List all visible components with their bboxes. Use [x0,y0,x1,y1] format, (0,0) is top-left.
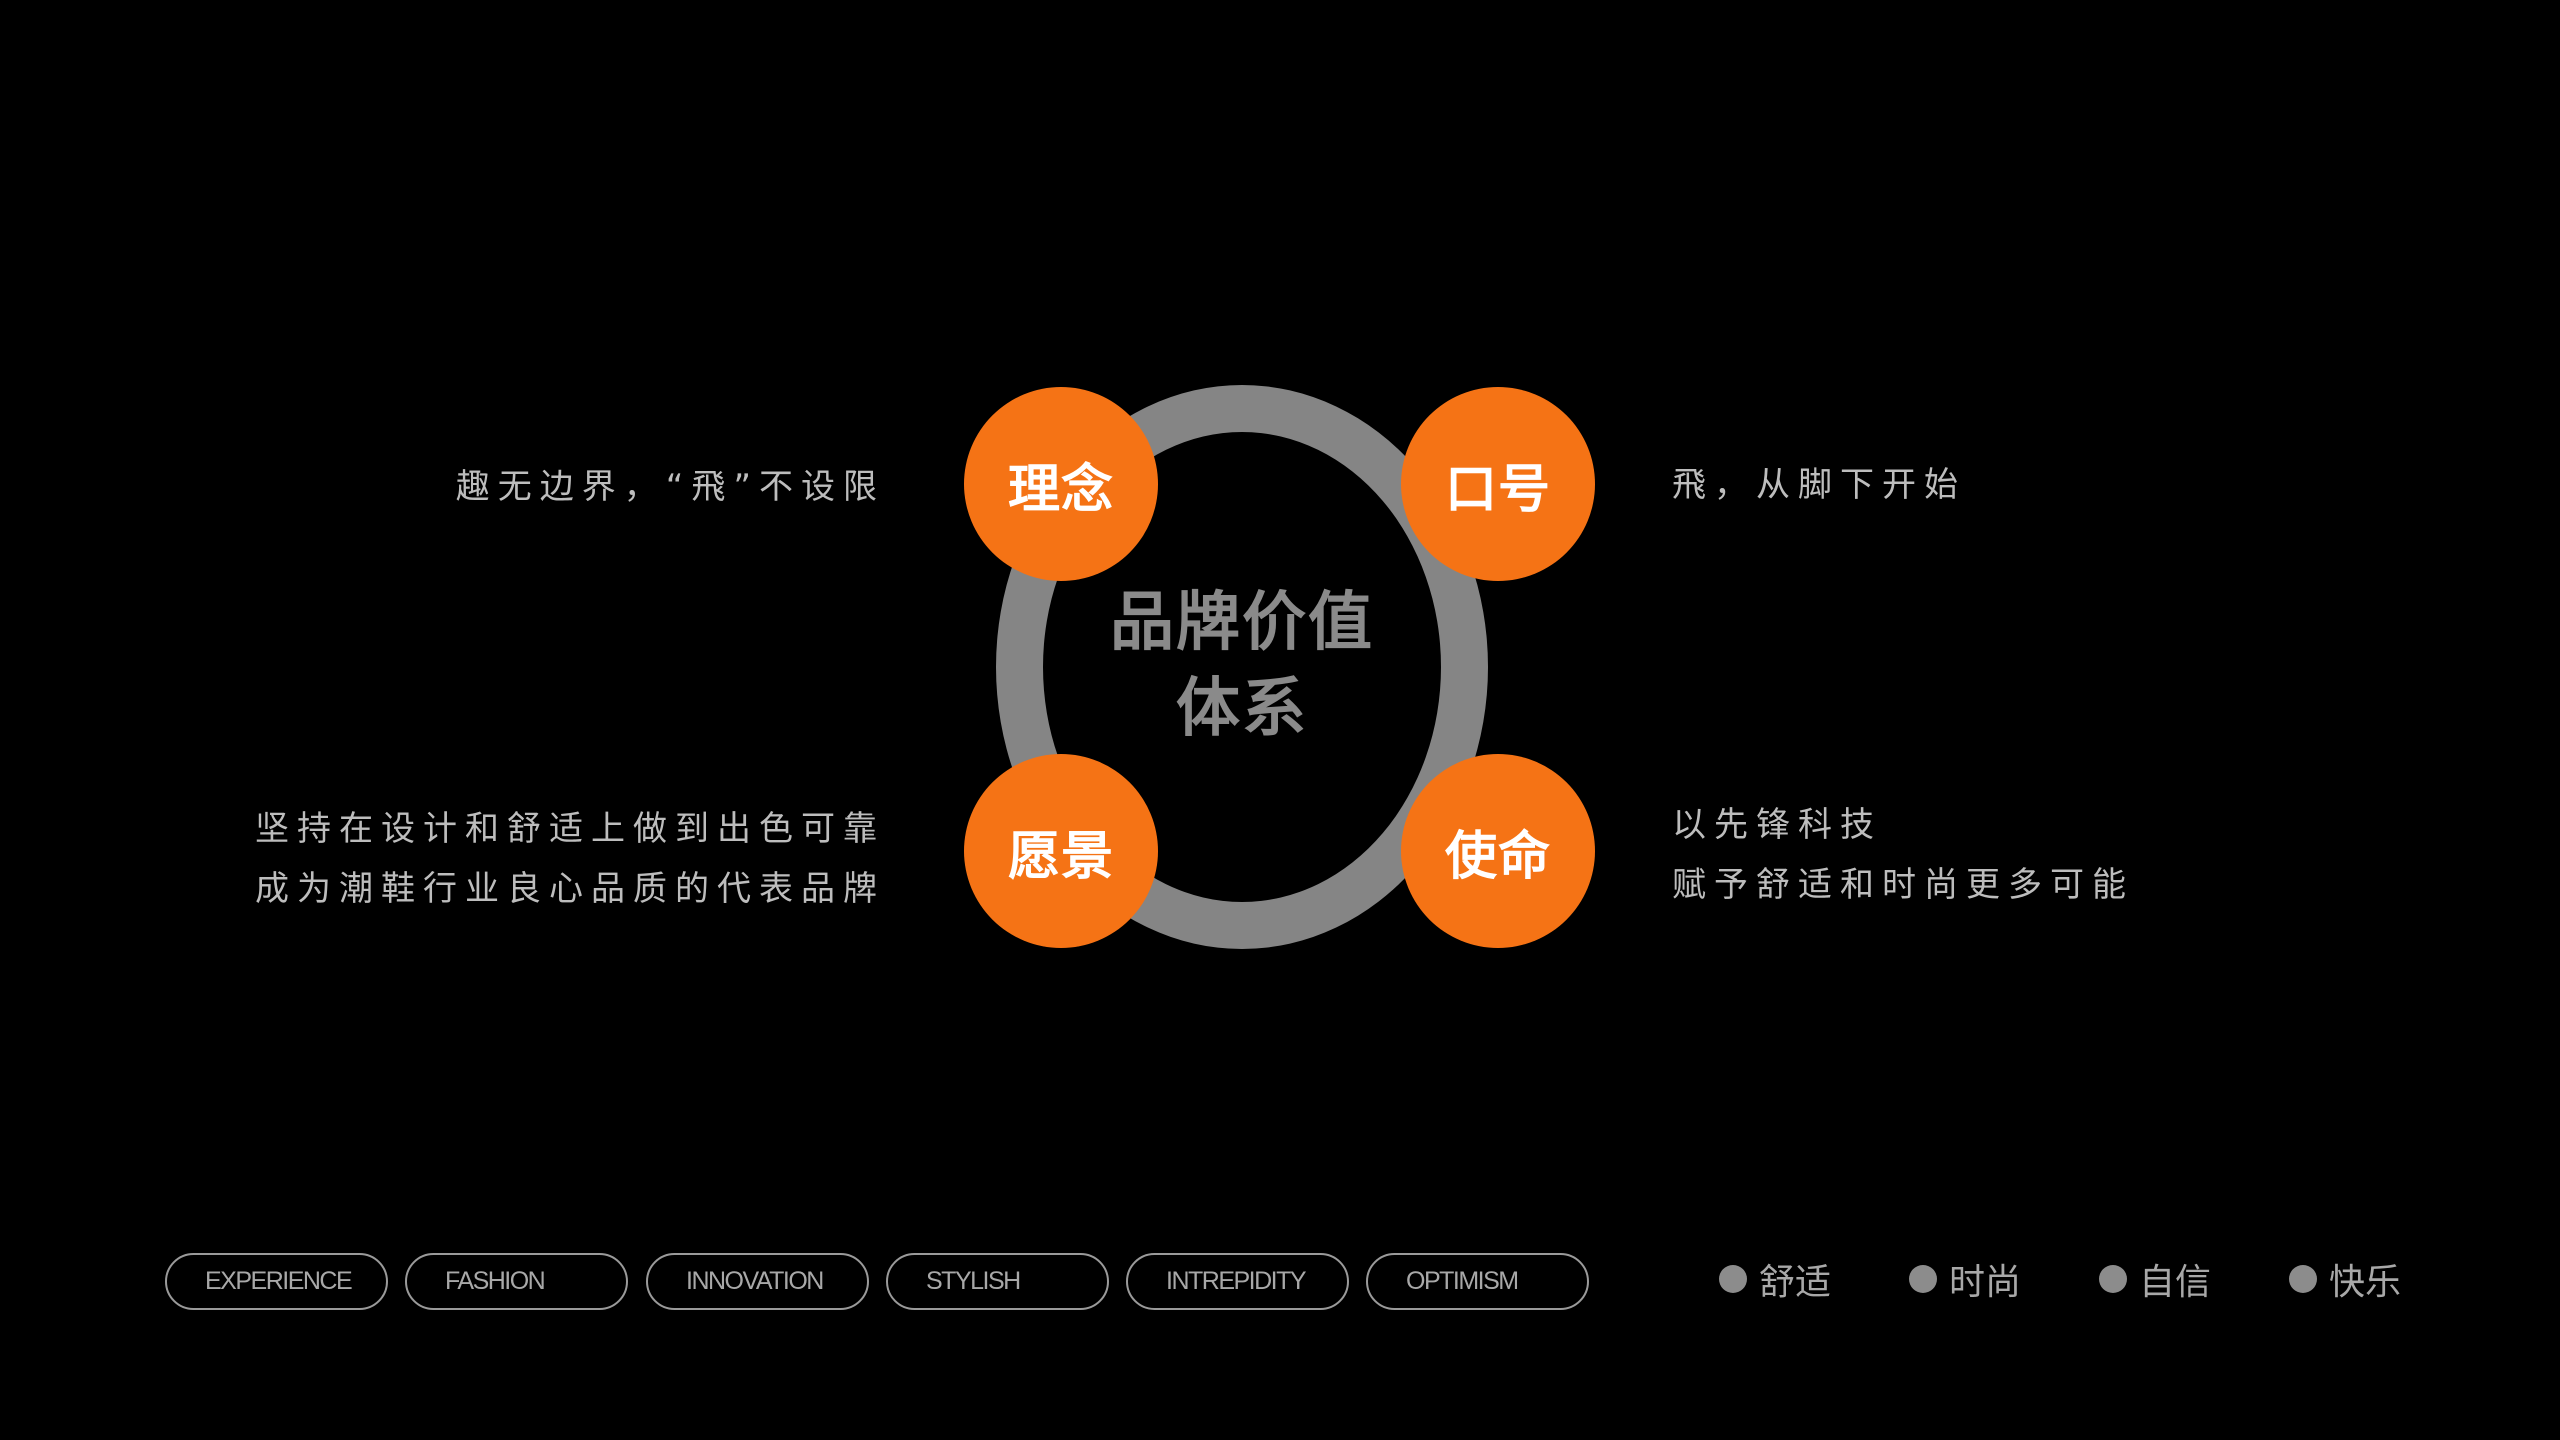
node-mission-label: 使命 [1444,826,1551,887]
keyword-comfort: 舒适 [1719,1255,1831,1303]
slogan-description-line: 飛，从脚下开始 [1672,465,1966,505]
tag-stylish: STYLISH [886,1253,1109,1310]
tag-experience: EXPERIENCE [165,1253,388,1310]
node-vision-label: 愿景 [1007,826,1114,887]
bullet-dot-icon [1909,1265,1937,1293]
center-title-line1: 品牌价值 [1110,586,1374,660]
vision-description: 坚持在设计和舒适上做到出色可靠 成为潮鞋行业良心品质的代表品牌 [255,799,885,919]
center-title-line2: 体系 [1176,672,1308,746]
node-slogan: 口号 [1401,387,1595,581]
node-vision: 愿景 [964,754,1158,948]
tag-label: INNOVATION [686,1267,824,1295]
mission-description-line-1: 以先锋科技 [1672,805,1882,845]
node-mission: 使命 [1401,754,1595,948]
keyword-confidence: 自信 [2099,1255,2211,1303]
tag-optimism: OPTIMISM [1366,1253,1589,1310]
vision-description-line-2: 成为潮鞋行业良心品质的代表品牌 [255,869,885,909]
mission-description: 以先锋科技 赋予舒适和时尚更多可能 [1672,795,2134,915]
philosophy-description: 趣无边界，“飛”不设限 [456,457,885,517]
tag-innovation: INNOVATION [646,1253,869,1310]
tag-label: EXPERIENCE [205,1267,353,1295]
keyword-label: 时尚 [1949,1262,2022,1303]
keyword-happiness: 快乐 [2289,1255,2401,1303]
tag-fashion: FASHION [405,1253,628,1310]
keyword-label: 舒适 [1759,1262,1832,1303]
node-slogan-label: 口号 [1444,459,1551,520]
philosophy-description-line: 趣无边界，“飛”不设限 [455,467,885,507]
mission-description-line-2: 赋予舒适和时尚更多可能 [1672,865,2134,905]
node-philosophy-label: 理念 [1007,459,1114,520]
tag-label: FASHION [445,1267,546,1295]
tag-label: STYLISH [926,1267,1021,1295]
bullet-dot-icon [1719,1265,1747,1293]
keyword-fashion: 时尚 [1909,1255,2021,1303]
node-philosophy: 理念 [964,387,1158,581]
vision-description-line-1: 坚持在设计和舒适上做到出色可靠 [255,809,885,849]
tag-label: INTREPIDITY [1166,1267,1307,1295]
center-title: 品牌价值 体系 [1092,580,1392,752]
slogan-description: 飛，从脚下开始 [1672,455,1966,515]
tag-label: OPTIMISM [1406,1267,1519,1295]
bullet-dot-icon [2099,1265,2127,1293]
tag-intrepidity: INTREPIDITY [1126,1253,1349,1310]
bullet-dot-icon [2289,1265,2317,1293]
keyword-label: 自信 [2139,1262,2212,1303]
keyword-label: 快乐 [2329,1262,2402,1303]
